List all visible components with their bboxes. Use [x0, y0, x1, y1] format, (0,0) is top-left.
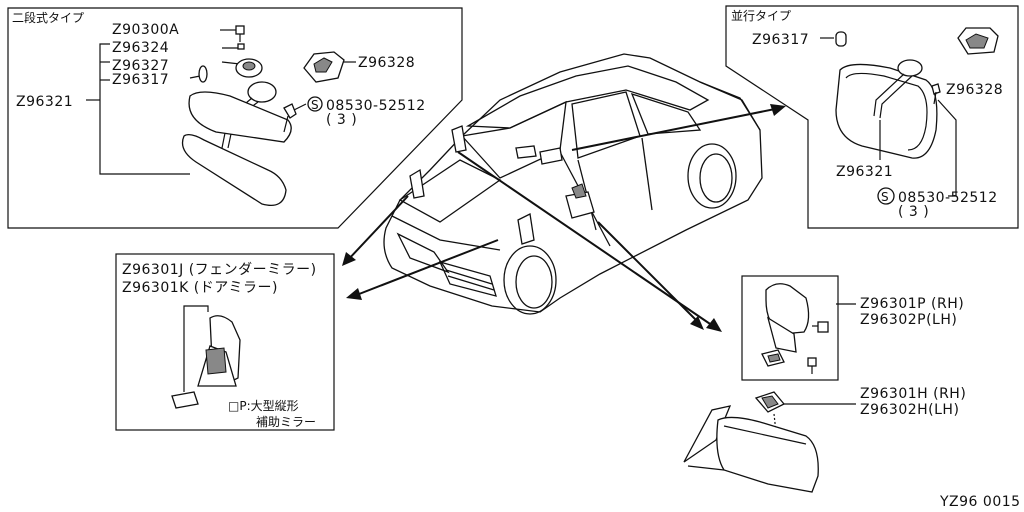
- parallel-part-z96321-label: Z96321: [836, 164, 893, 180]
- p-rh-label: Z96301P (RH): [860, 296, 964, 312]
- bolt-qty-label: ( 3 ): [326, 112, 357, 128]
- p-lh-label: Z96302P(LH): [860, 312, 957, 328]
- fender-box-frame: [115, 253, 335, 431]
- h-rh-label: Z96301H (RH): [860, 386, 966, 402]
- part-z90300a-label: Z90300A: [112, 22, 179, 38]
- two-stage-title: 二段式タイプ: [12, 10, 84, 25]
- car-illustration: [383, 53, 763, 315]
- parallel-cover-icon: [957, 27, 999, 55]
- fender-box: Z96301J (フェンダーミラー) Z96301K (ドアミラー) □P:大型…: [115, 253, 335, 431]
- parallel-bolt-symbol-circle: [877, 187, 895, 205]
- bolt-symbol-circle: [307, 96, 323, 112]
- bolt-partno-label: 08530-52512: [326, 98, 426, 114]
- auxiliary-mirror-icon: [171, 315, 241, 409]
- mirror-glass-icon: [754, 391, 786, 413]
- fender-line2-label: Z96301K (ドアミラー): [122, 280, 278, 296]
- part-z96321-label: Z96321: [16, 94, 73, 110]
- leader-bracket: [99, 43, 110, 108]
- screw-small-icon: [807, 321, 829, 374]
- lens-icon: [198, 65, 208, 83]
- parallel-bolt-qty-label: ( 3 ): [898, 204, 929, 220]
- pointer-arrows: [342, 104, 786, 332]
- part-z96327-label: Z96327: [112, 58, 169, 74]
- door-mirror-box-frame: [741, 275, 839, 381]
- cover-icon: [303, 51, 345, 83]
- small-door-mirror-icon: [761, 283, 810, 367]
- part-z96317-label: Z96317: [112, 72, 169, 88]
- parallel-box: 並行タイプ Z96317 Z96328 Z96321 S 08530-52512…: [725, 5, 1019, 229]
- car-fender-mirror-left: [409, 168, 425, 199]
- inner-mirror-icon: [181, 81, 292, 207]
- h-lh-label: Z96302H(LH): [860, 402, 959, 418]
- fender-leader: [183, 305, 209, 392]
- parallel-bolt-symbol: S: [881, 190, 889, 204]
- part-z96328-label: Z96328: [358, 55, 415, 71]
- parallel-title: 並行タイプ: [731, 9, 791, 23]
- parallel-part-z96328-label: Z96328: [946, 82, 1003, 98]
- parallel-mirror-icon: [835, 59, 938, 159]
- door-mirror-box: Z96301P (RH) Z96302P(LH) Z96301H (RH) Z9…: [683, 275, 966, 493]
- part-z96324-label: Z96324: [112, 40, 169, 56]
- mount-base-icon: [235, 58, 263, 78]
- two-stage-box: 二段式タイプ Z90300A Z96324 Z96327 Z96317 Z963…: [7, 7, 463, 229]
- bolt-symbol: S: [311, 98, 319, 112]
- screw-icon: [235, 25, 245, 50]
- two-stage-box-frame: [7, 7, 463, 229]
- car-fender-mirror-right: [517, 213, 535, 245]
- op-line1-label: □P:大型縦形: [228, 399, 299, 413]
- large-door-mirror-icon: [683, 405, 819, 493]
- parallel-part-z96317-label: Z96317: [752, 32, 809, 48]
- fender-line1-label: Z96301J (フェンダーミラー): [122, 262, 317, 278]
- parallel-bolt-partno-label: 08530-52512: [898, 190, 998, 206]
- op-line2-label: 補助ミラー: [256, 415, 316, 429]
- bolt-icon: [283, 103, 297, 133]
- parallel-bolt-icon: [931, 83, 941, 105]
- parallel-box-frame: [725, 5, 1019, 229]
- footer-code: YZ96 0015: [939, 494, 1021, 510]
- parallel-lens-icon: [835, 31, 847, 47]
